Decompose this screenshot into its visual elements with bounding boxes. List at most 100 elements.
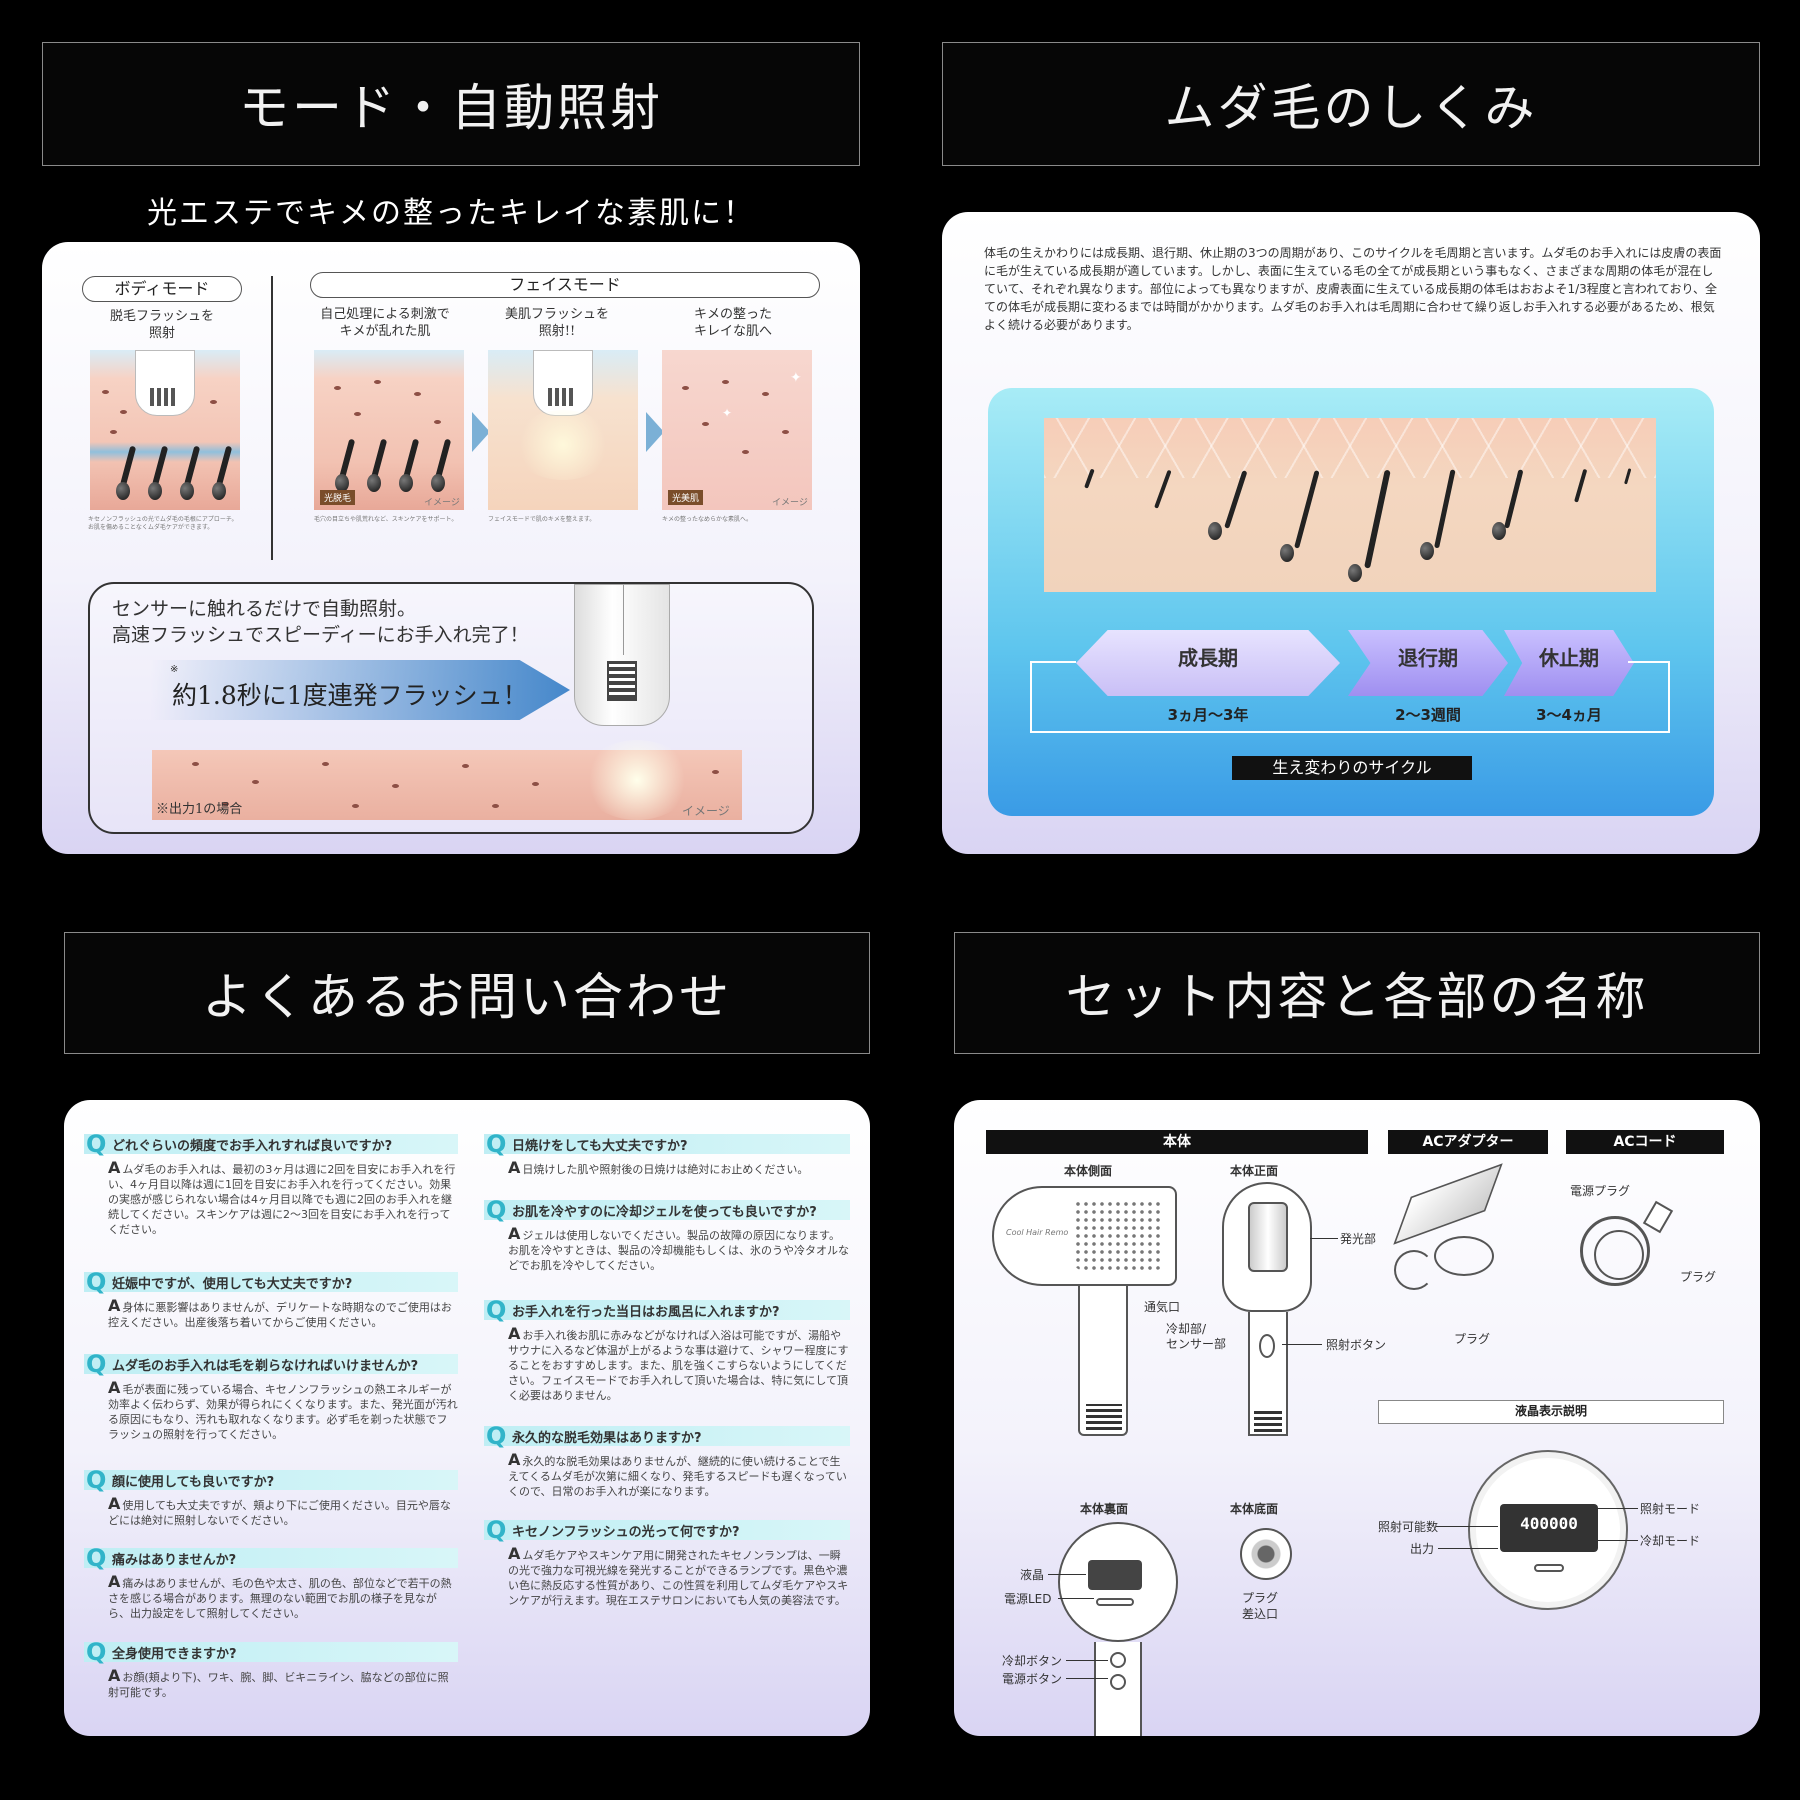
section-header-hair: ムダ毛のしくみ xyxy=(942,42,1760,166)
auto-line-2: 高速フラッシュでスピーディーにお手入れ完了！ xyxy=(112,624,529,646)
body-header: 本体 xyxy=(986,1130,1368,1154)
vent-label: 通気口 xyxy=(1144,1300,1181,1314)
face-caption-1: 自己処理による刺激で キメが乱れた肌 xyxy=(320,307,450,339)
image-note-3: イメージ xyxy=(682,804,730,818)
ac-adapter-illustration xyxy=(1393,1163,1503,1245)
phase-name-2: 休止期 xyxy=(1539,646,1599,670)
lcd-diagram: 400000 xyxy=(1468,1450,1628,1610)
phase-name-0: 成長期 xyxy=(1178,646,1238,670)
face-tag-2: 光美肌 xyxy=(668,490,704,505)
back-view-label: 本体裏面 xyxy=(1080,1502,1129,1516)
front-view-device xyxy=(1222,1182,1312,1312)
hair-paragraph: 体毛の生えかわりには成長期、退行期、休止期の3つの周期があり、このサイクルを毛周… xyxy=(984,246,1722,332)
face-fine-2: フェイスモードで肌のキメを整えます。 xyxy=(488,516,596,523)
ac-cord-illustration xyxy=(1580,1216,1650,1286)
adapter-header: ACアダプター xyxy=(1388,1130,1548,1154)
power-button-label: 電源ボタン xyxy=(1002,1672,1063,1686)
auto-line-1: センサーに触れるだけで自動照射。 xyxy=(112,598,417,620)
emitter-label: 発光部 xyxy=(1340,1232,1377,1246)
flash-text: 約1.8秒に1度連発フラッシュ！ xyxy=(172,681,528,710)
back-view-device xyxy=(1058,1522,1178,1642)
device-brand: Cool Hair Remo xyxy=(1006,1228,1069,1237)
lcd-count-label: 照射可能数 xyxy=(1378,1520,1439,1534)
device-illustration xyxy=(574,584,670,726)
cord-plug-label: プラグ xyxy=(1680,1270,1717,1284)
adapter-plug-label: プラグ xyxy=(1454,1332,1491,1346)
section-header-mode: モード・自動照射 xyxy=(42,42,860,166)
side-view-handle xyxy=(1078,1286,1128,1436)
body-mode-caption: 脱毛フラッシュを 照射 xyxy=(109,309,214,341)
body-mode-pill: ボディモード xyxy=(82,276,242,302)
phase-name-1: 退行期 xyxy=(1398,646,1458,670)
face-mode-pill: フェイスモード xyxy=(310,272,820,298)
power-led-label: 電源LED xyxy=(1004,1592,1052,1606)
power-plug-label: 電源プラグ xyxy=(1570,1184,1631,1198)
side-view-device: Cool Hair Remo xyxy=(992,1186,1177,1286)
flash-arrow-icon xyxy=(150,660,570,720)
cycle-diagram: 成長期 退行期 休止期 3ヵ月〜3年 2〜3週間 3〜4ヵ月 生え変わりのサイク… xyxy=(988,388,1714,816)
hair-panel: 体毛の生えかわりには成長期、退行期、休止期の3つの周期があり、このサイクルを毛周… xyxy=(942,212,1760,854)
back-view-handle xyxy=(1094,1642,1142,1736)
front-view-handle xyxy=(1248,1312,1288,1436)
lcd-flash-mode-label: 照射モード xyxy=(1640,1502,1701,1516)
plug-inlet-label: プラグ 差込口 xyxy=(1242,1591,1279,1621)
cooling-sensor-label: 冷却部/ センサー部 xyxy=(1166,1322,1227,1351)
flash-button-label: 照射ボタン xyxy=(1326,1338,1387,1352)
image-note-2: イメージ xyxy=(772,498,808,508)
front-view-label: 本体正面 xyxy=(1230,1164,1279,1178)
adapter-cable xyxy=(1434,1236,1494,1276)
face-fine-1: 毛穴の目立ちや肌荒れなど、スキンケアをサポート。 xyxy=(314,516,458,523)
lcd-cool-mode-label: 冷却モード xyxy=(1640,1534,1701,1548)
section-header-set: セット内容と各部の名称 xyxy=(954,932,1760,1054)
lcd-digits: 400000 xyxy=(1520,1514,1578,1533)
lcd-output-label: 出力 xyxy=(1410,1542,1435,1556)
phase-arrow-growth xyxy=(1076,630,1340,696)
face-tag-1: 光脱毛 xyxy=(320,490,356,505)
face-fine-3: キメの整ったなめらかな素肌へ。 xyxy=(662,516,753,523)
face-caption-2: 美肌フラッシュを 照射!! xyxy=(504,307,609,339)
phase-duration-2: 3〜4ヵ月 xyxy=(1536,706,1602,724)
side-view-label: 本体側面 xyxy=(1064,1164,1113,1178)
phase-arrow-telogen xyxy=(1504,630,1634,696)
image-note-1: イメージ xyxy=(424,498,460,508)
lcd-section-title: 液晶表示説明 xyxy=(1378,1400,1724,1424)
mode-panel: ボディモード 脱毛フラッシュを 照射 キセノンフラッシュの光でムダ毛の毛根にアプ… xyxy=(42,242,860,854)
face-illus-3: ✦✦ 光美肌 イメージ xyxy=(662,350,812,510)
section-header-faq: よくあるお問い合わせ xyxy=(64,932,870,1054)
bottom-view-device xyxy=(1240,1528,1292,1580)
set-panel: 本体 ACアダプター ACコード 本体側面 本体正面 Cool Hair Rem… xyxy=(954,1100,1760,1736)
face-caption-3: キメの整った キレイな肌へ xyxy=(693,307,772,339)
skin-cross-section xyxy=(1044,418,1656,592)
phase-duration-0: 3ヵ月〜3年 xyxy=(1167,706,1249,724)
auto-flash-box: センサーに触れるだけで自動照射。 高速フラッシュでスピーディーにお手入れ完了！ … xyxy=(88,582,814,834)
face-illus-1: 光脱毛 イメージ xyxy=(314,350,464,510)
lcd-label: 液晶 xyxy=(1020,1568,1045,1582)
output-note: ※出力1の場合 xyxy=(156,802,243,817)
flash-note-mark: ※ xyxy=(170,664,179,675)
body-mode-illustration xyxy=(90,350,240,510)
arrow-right-icon xyxy=(646,412,664,452)
